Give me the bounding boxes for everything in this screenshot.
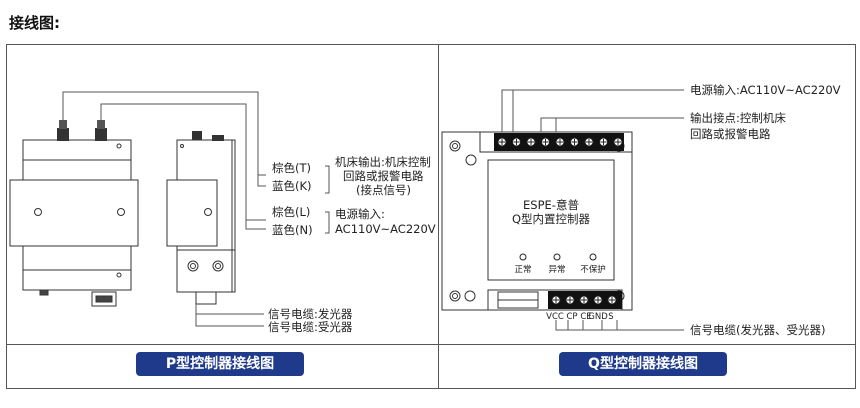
blue-n-label: 蓝色(N) [272, 223, 313, 237]
terminal-label-gnd: GND [588, 312, 608, 322]
p-power-input-line-2: AC110V~AC220V [335, 222, 436, 236]
q-wires [501, 89, 684, 331]
q-signal-cable-label: 信号电缆(发光器、受光器) [690, 323, 825, 337]
page-title: 接线图: [9, 14, 60, 32]
machine-output-line-3: (接点信号) [356, 183, 411, 197]
terminal-label-ce: CE [580, 312, 591, 322]
signal-emitter-label: 信号电缆:发光器 [268, 307, 353, 321]
status-led-label: 异常 [548, 264, 565, 275]
terminal-screw [541, 137, 550, 147]
terminal-screw [570, 137, 579, 147]
terminal-screw [551, 295, 561, 305]
terminal-screw [579, 295, 589, 305]
p-front-connector-2 [95, 120, 107, 141]
p-wires [62, 91, 330, 327]
q-power-input-label: 电源输入:AC110V~AC220V [690, 83, 841, 97]
brown-t-label: 棕色(T) [272, 161, 311, 175]
terminal-screw [526, 137, 536, 147]
p-side-connector-1 [192, 131, 202, 140]
terminal-label-s: S [608, 312, 613, 322]
q-device-name: ESPE-意普 [523, 198, 579, 212]
status-led: 异常 [548, 253, 566, 275]
p-controller-front [9, 139, 139, 307]
terminal-screw [497, 137, 507, 147]
status-led: 正常 [514, 253, 532, 275]
terminal-screw [593, 295, 603, 305]
terminal-label-vcc: VCC [546, 312, 564, 322]
machine-output-line-1: 机床输出:机床控制 [335, 155, 431, 169]
terminal-screw [512, 137, 521, 147]
p-front-connector-1 [57, 120, 69, 141]
signal-receiver-label: 信号电缆:受光器 [268, 320, 353, 334]
status-led: 不保护 [580, 253, 606, 275]
terminal-screw [607, 295, 617, 305]
terminal-screw [584, 137, 594, 147]
p-diagram-caption: P型控制器接线图 [136, 352, 304, 376]
blue-k-label: 蓝色(K) [272, 179, 312, 193]
machine-output-line-2: 回路或报警电路 [343, 169, 424, 183]
brown-l-label: 棕色(L) [272, 205, 310, 219]
terminal-screw [599, 137, 608, 147]
p-power-input-line-1: 电源输入: [335, 207, 385, 221]
q-output-contact-line-2: 回路或报警电路 [690, 127, 771, 141]
status-led-label: 不保护 [580, 264, 606, 275]
p-side-connector-2 [212, 135, 224, 141]
p-controller-side [166, 139, 236, 305]
q-top-terminal-block [494, 133, 624, 151]
terminal-screw [565, 295, 575, 305]
terminal-screw [555, 137, 565, 147]
terminal-screw [613, 137, 623, 147]
q-bottom-terminal-block [548, 291, 622, 309]
q-device-model: Q型内置控制器 [512, 212, 591, 226]
q-diagram-caption: Q型控制器接线图 [559, 352, 727, 376]
terminal-label-cp: CP [566, 312, 577, 322]
outer-frame [6, 44, 856, 389]
status-led-label: 正常 [514, 264, 531, 275]
q-led-group: 正常 异常 不保护 [514, 253, 606, 275]
q-output-contact-line-1: 输出接点:控制机床 [690, 111, 786, 125]
